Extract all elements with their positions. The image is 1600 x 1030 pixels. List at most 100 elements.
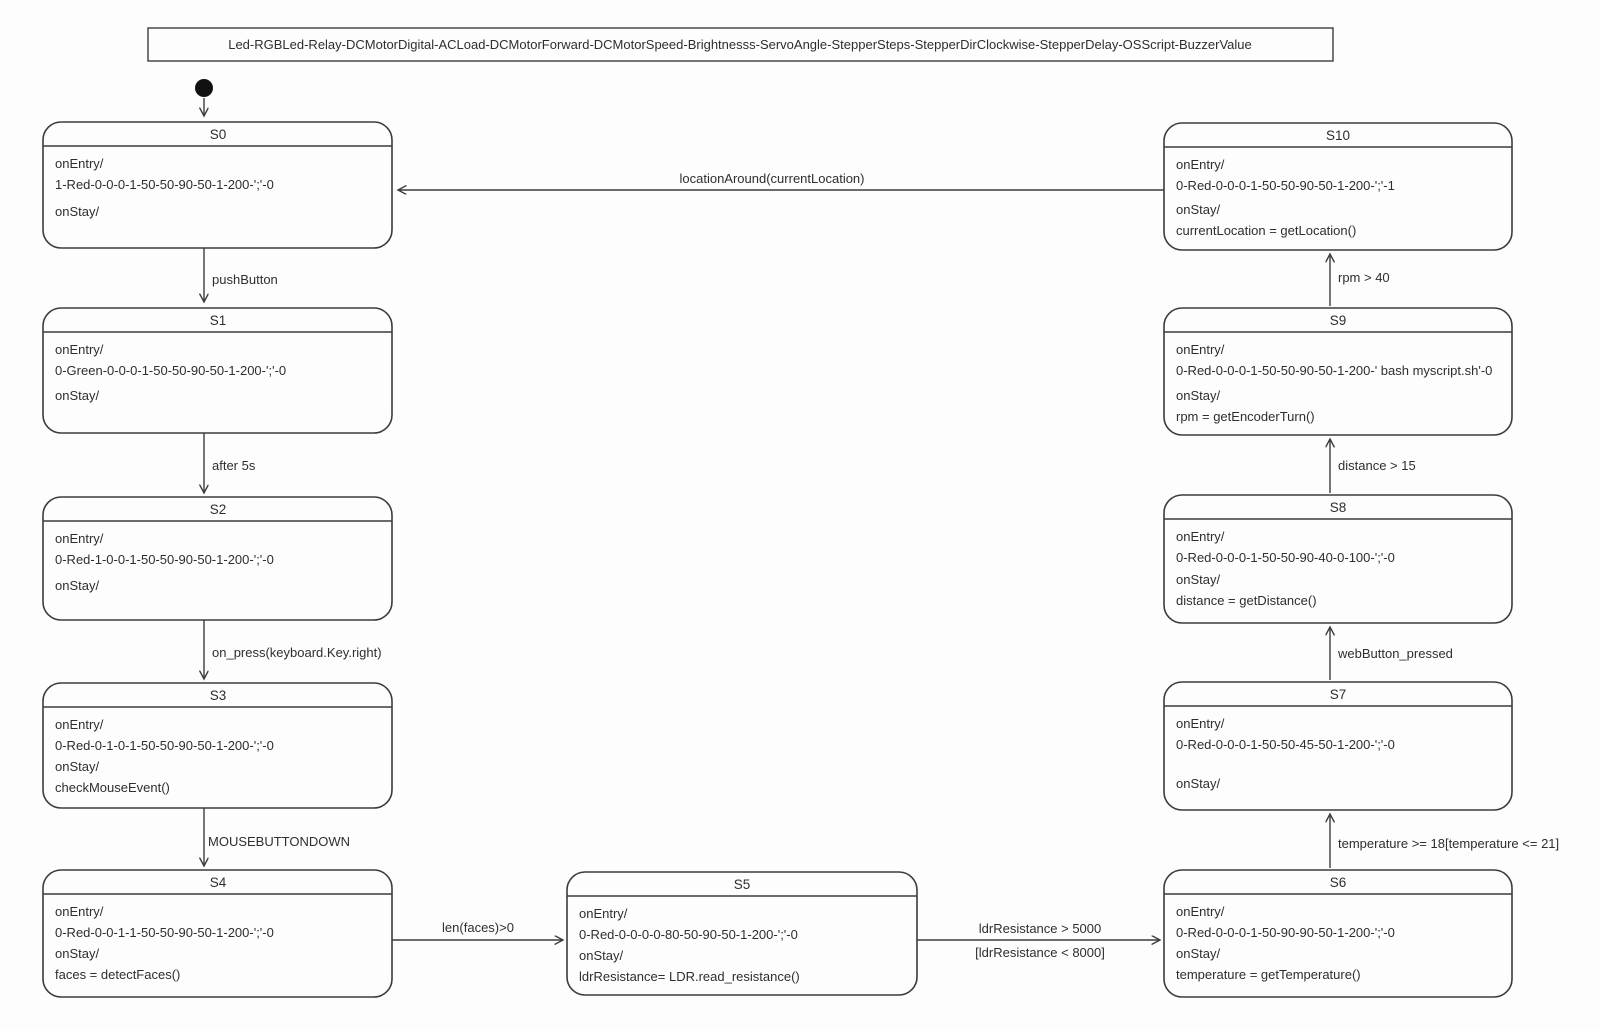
entry-value: 0-Red-0-0-1-1-50-50-90-50-1-200-';'-0 <box>55 925 274 940</box>
state-s1: S1 onEntry/ 0-Green-0-0-0-1-50-50-90-50-… <box>42 307 393 434</box>
initial-state <box>195 79 213 116</box>
state-title: S10 <box>1326 128 1350 143</box>
entry-value: 0-Red-1-0-0-1-50-50-90-50-1-200-';'-0 <box>55 552 274 567</box>
on-stay-label: onStay/ <box>579 948 623 963</box>
initial-state-dot <box>195 79 213 97</box>
transition-label: ldrResistance > 5000 <box>979 921 1102 936</box>
transition-label-line2: [ldrResistance < 8000] <box>975 945 1105 960</box>
entry-value: 1-Red-0-0-0-1-50-50-90-50-1-200-';'-0 <box>55 177 274 192</box>
state-box <box>1163 869 1513 998</box>
on-stay-label: onStay/ <box>1176 776 1220 791</box>
on-entry-label: onEntry/ <box>55 342 104 357</box>
stay-code: temperature = getTemperature() <box>1176 967 1361 982</box>
state-title: S3 <box>210 688 227 703</box>
state-box <box>1163 307 1513 436</box>
on-stay-label: onStay/ <box>1176 202 1220 217</box>
state-s4: S4 onEntry/ 0-Red-0-0-1-1-50-50-90-50-1-… <box>42 869 393 998</box>
transition-s7-s8: webButton_pressed <box>1330 627 1453 680</box>
state-title: S7 <box>1330 687 1347 702</box>
state-title: S1 <box>210 313 227 328</box>
state-title: S4 <box>210 875 227 890</box>
state-title: S9 <box>1330 313 1347 328</box>
state-title: S0 <box>210 127 227 142</box>
on-stay-label: onStay/ <box>55 946 99 961</box>
on-entry-label: onEntry/ <box>55 717 104 732</box>
transition-s0-s1: pushButton <box>204 248 278 302</box>
entry-value: 0-Green-0-0-0-1-50-50-90-50-1-200-';'-0 <box>55 363 286 378</box>
format-legend-text: Led-RGBLed-Relay-DCMotorDigital-ACLoad-D… <box>228 37 1252 52</box>
state-title: S8 <box>1330 500 1347 515</box>
stay-code: ldrResistance= LDR.read_resistance() <box>579 969 800 984</box>
transition-label: len(faces)>0 <box>442 920 514 935</box>
on-stay-label: onStay/ <box>55 388 99 403</box>
on-entry-label: onEntry/ <box>1176 716 1225 731</box>
stay-code: distance = getDistance() <box>1176 593 1317 608</box>
state-s7: S7 onEntry/ 0-Red-0-0-0-1-50-50-45-50-1-… <box>1163 681 1513 811</box>
transition-s6-s7: temperature >= 18[temperature <= 21] <box>1330 814 1559 868</box>
state-box <box>42 121 393 249</box>
on-stay-label: onStay/ <box>1176 572 1220 587</box>
on-entry-label: onEntry/ <box>1176 904 1225 919</box>
state-box <box>42 869 393 998</box>
stay-code: checkMouseEvent() <box>55 780 170 795</box>
entry-value: 0-Red-0-0-0-1-50-50-90-50-1-200-' bash m… <box>1176 363 1492 378</box>
transition-s1-s2: after 5s <box>204 433 256 493</box>
state-s10: S10 onEntry/ 0-Red-0-0-0-1-50-50-90-50-1… <box>1163 122 1513 251</box>
entry-value: 0-Red-0-0-0-1-50-90-90-50-1-200-';'-0 <box>1176 925 1395 940</box>
transition-s5-s6: ldrResistance > 5000 [ldrResistance < 80… <box>917 921 1160 960</box>
on-stay-label: onStay/ <box>1176 946 1220 961</box>
state-title: S5 <box>734 877 751 892</box>
on-entry-label: onEntry/ <box>1176 342 1225 357</box>
transition-s8-s9: distance > 15 <box>1330 439 1416 493</box>
transition-label: locationAround(currentLocation) <box>680 171 865 186</box>
transition-label: temperature >= 18[temperature <= 21] <box>1338 836 1559 851</box>
on-stay-label: onStay/ <box>55 759 99 774</box>
transition-label: after 5s <box>212 458 256 473</box>
on-stay-label: onStay/ <box>55 204 99 219</box>
stay-code: rpm = getEncoderTurn() <box>1176 409 1315 424</box>
entry-value: 0-Red-0-0-0-0-80-50-90-50-1-200-';'-0 <box>579 927 798 942</box>
on-entry-label: onEntry/ <box>55 531 104 546</box>
entry-value: 0-Red-0-0-0-1-50-50-90-40-0-100-';'-0 <box>1176 550 1395 565</box>
state-title: S2 <box>210 502 227 517</box>
state-box <box>566 871 918 996</box>
entry-value: 0-Red-0-1-0-1-50-50-90-50-1-200-';'-0 <box>55 738 274 753</box>
state-box <box>1163 494 1513 624</box>
transition-label: on_press(keyboard.Key.right) <box>212 645 382 660</box>
on-entry-label: onEntry/ <box>1176 529 1225 544</box>
transition-s10-s0: locationAround(currentLocation) <box>398 171 1164 190</box>
transition-label: webButton_pressed <box>1337 646 1453 661</box>
stay-code: faces = detectFaces() <box>55 967 180 982</box>
on-stay-label: onStay/ <box>55 578 99 593</box>
state-s6: S6 onEntry/ 0-Red-0-0-0-1-50-90-90-50-1-… <box>1163 869 1513 998</box>
state-s0: S0 onEntry/ 1-Red-0-0-0-1-50-50-90-50-1-… <box>42 121 393 249</box>
transition-s2-s3: on_press(keyboard.Key.right) <box>204 620 382 679</box>
state-box <box>42 496 393 621</box>
transition-label: rpm > 40 <box>1338 270 1390 285</box>
state-box <box>42 682 393 809</box>
stay-code: currentLocation = getLocation() <box>1176 223 1356 238</box>
format-legend-box <box>147 27 1334 62</box>
transition-label: pushButton <box>212 272 278 287</box>
state-box <box>1163 681 1513 811</box>
state-box <box>42 307 393 434</box>
on-entry-label: onEntry/ <box>1176 157 1225 172</box>
state-s5: S5 onEntry/ 0-Red-0-0-0-0-80-50-90-50-1-… <box>566 871 918 996</box>
format-legend: Led-RGBLed-Relay-DCMotorDigital-ACLoad-D… <box>147 27 1334 62</box>
transition-label: distance > 15 <box>1338 458 1416 473</box>
state-s8: S8 onEntry/ 0-Red-0-0-0-1-50-50-90-40-0-… <box>1163 494 1513 624</box>
entry-value: 0-Red-0-0-0-1-50-50-90-50-1-200-';'-1 <box>1176 178 1395 193</box>
state-title: S6 <box>1330 875 1347 890</box>
state-s9: S9 onEntry/ 0-Red-0-0-0-1-50-50-90-50-1-… <box>1163 307 1513 436</box>
on-stay-label: onStay/ <box>1176 388 1220 403</box>
entry-value: 0-Red-0-0-0-1-50-50-45-50-1-200-';'-0 <box>1176 737 1395 752</box>
state-box <box>1163 122 1513 251</box>
transition-label: MOUSEBUTTONDOWN <box>208 834 350 849</box>
on-entry-label: onEntry/ <box>55 904 104 919</box>
state-s3: S3 onEntry/ 0-Red-0-1-0-1-50-50-90-50-1-… <box>42 682 393 809</box>
on-entry-label: onEntry/ <box>55 156 104 171</box>
on-entry-label: onEntry/ <box>579 906 628 921</box>
transition-s9-s10: rpm > 40 <box>1330 254 1390 306</box>
transition-s3-s4: MOUSEBUTTONDOWN <box>204 808 350 866</box>
